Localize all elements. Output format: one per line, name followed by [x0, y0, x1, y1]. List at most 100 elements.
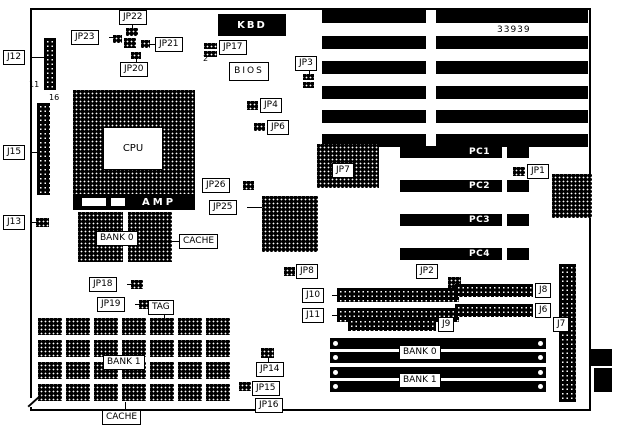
pci-slot-label: PC3 [469, 215, 490, 225]
label-simm-bank1: BANK 1 [399, 373, 441, 388]
label-j9: J9 [438, 317, 455, 332]
leader-line [172, 241, 179, 242]
dip-ram-chip [38, 362, 62, 379]
jumper-jp8-block [284, 267, 295, 276]
leader-line [136, 59, 137, 62]
jumper-block [113, 35, 122, 43]
connector-j9-header [348, 318, 436, 331]
pci-slot-pc3-segment [507, 214, 529, 226]
label-jp23: JP23 [71, 30, 99, 45]
isa-slot [322, 110, 426, 123]
label-j13: J13 [3, 215, 26, 230]
connector-j7-header [559, 264, 576, 402]
connector-j8-header [455, 284, 533, 297]
jumper-jp3-block [303, 82, 314, 88]
dip-ram-chip [178, 318, 202, 335]
j12-pin11-label: 11 [29, 80, 40, 89]
dip-ram-chip [38, 340, 62, 357]
isa-slot [436, 36, 588, 49]
pci-slot-pc2-segment [507, 180, 529, 192]
jumper-jp3-block [303, 74, 314, 80]
leader-line [31, 152, 37, 153]
label-jp4: JP4 [260, 98, 282, 113]
jumper-jp14-block [261, 348, 274, 358]
dip-ram-chip [178, 362, 202, 379]
leader-line [125, 402, 126, 410]
dip-ram-chip [94, 384, 118, 401]
dip-ram-chip [38, 318, 62, 335]
jumper-jp19-block [139, 300, 151, 309]
leader-line [132, 25, 133, 28]
pci-slot-pc4-segment [507, 248, 529, 260]
label-jp17: JP17 [219, 40, 247, 55]
socket-slot [82, 198, 106, 206]
label-j11: J11 [302, 308, 325, 323]
dip-ram-chip [150, 340, 174, 357]
label-jp16: JP16 [255, 398, 283, 413]
isa-slot [436, 86, 588, 99]
dip-ram-chip [206, 384, 230, 401]
label-jp26: JP26 [202, 178, 230, 193]
external-port-connector [591, 349, 612, 366]
label-j12: J12 [3, 50, 26, 65]
leader-line [332, 315, 337, 316]
label-jp20: JP20 [120, 62, 148, 77]
label-cache-top: CACHE [179, 234, 219, 249]
isa-slot [436, 134, 588, 147]
label-jp3: JP3 [295, 56, 317, 71]
connector-j10-header [337, 288, 459, 302]
pci-slot-pc3: PC3 [400, 214, 502, 226]
jumper-jp15-block [239, 382, 251, 391]
jumper-block [131, 52, 141, 59]
external-port-connector [594, 368, 612, 392]
keyboard-controller-chip: KBD [218, 14, 286, 36]
jumper-jp6-block [254, 123, 265, 131]
label-j8: J8 [535, 283, 552, 298]
label-jp2: JP2 [416, 264, 438, 279]
leader-line [268, 358, 269, 362]
jumper-jp1-block [513, 167, 525, 176]
bios-chip: BIOS [229, 62, 269, 81]
isa-slot [322, 10, 426, 23]
board-number: 33939 [497, 25, 531, 35]
dip-ram-chip [94, 340, 118, 357]
dip-ram-chip [122, 318, 146, 335]
leader-line [309, 71, 310, 74]
pci-slot-label: PC1 [469, 147, 490, 157]
isa-slot [436, 110, 588, 123]
pci-slot-pc2: PC2 [400, 180, 502, 192]
label-jp7: JP7 [332, 163, 354, 178]
simm-socket [330, 367, 546, 378]
dip-ram-chip [206, 318, 230, 335]
label-jp8: JP8 [296, 264, 318, 279]
jumper-block [124, 38, 136, 48]
jumper-block [141, 40, 150, 48]
label-cache-bank0: BANK 0 [96, 231, 138, 246]
leader-line [247, 207, 262, 208]
dip-ram-chip [66, 340, 90, 357]
dip-ram-chip [66, 362, 90, 379]
label-jp1: JP1 [527, 164, 549, 179]
jumper-block [126, 28, 138, 36]
socket-slot [111, 198, 125, 206]
jumper-jp17-block [204, 43, 217, 49]
label-tag: TAG [148, 300, 174, 315]
label-jp14: JP14 [256, 362, 284, 377]
dip-ram-chip [178, 384, 202, 401]
dip-ram-chip [66, 384, 90, 401]
connector-j13-header [36, 218, 49, 227]
dip-ram-chip [150, 362, 174, 379]
cache-sram-chip [128, 212, 172, 262]
pci-slot-pc1-segment [507, 146, 529, 158]
jumper-jp18-block [131, 280, 143, 289]
pci-slot-label: PC2 [469, 181, 490, 191]
leader-line [109, 37, 113, 38]
jumper-jp26-block [243, 181, 254, 190]
dip-ram-chip [38, 384, 62, 401]
leader-line [31, 222, 36, 223]
dip-ram-chip [206, 362, 230, 379]
label-simm-bank0: BANK 0 [399, 345, 441, 360]
leader-line [150, 44, 155, 45]
kbd-label: KBD [237, 19, 267, 31]
